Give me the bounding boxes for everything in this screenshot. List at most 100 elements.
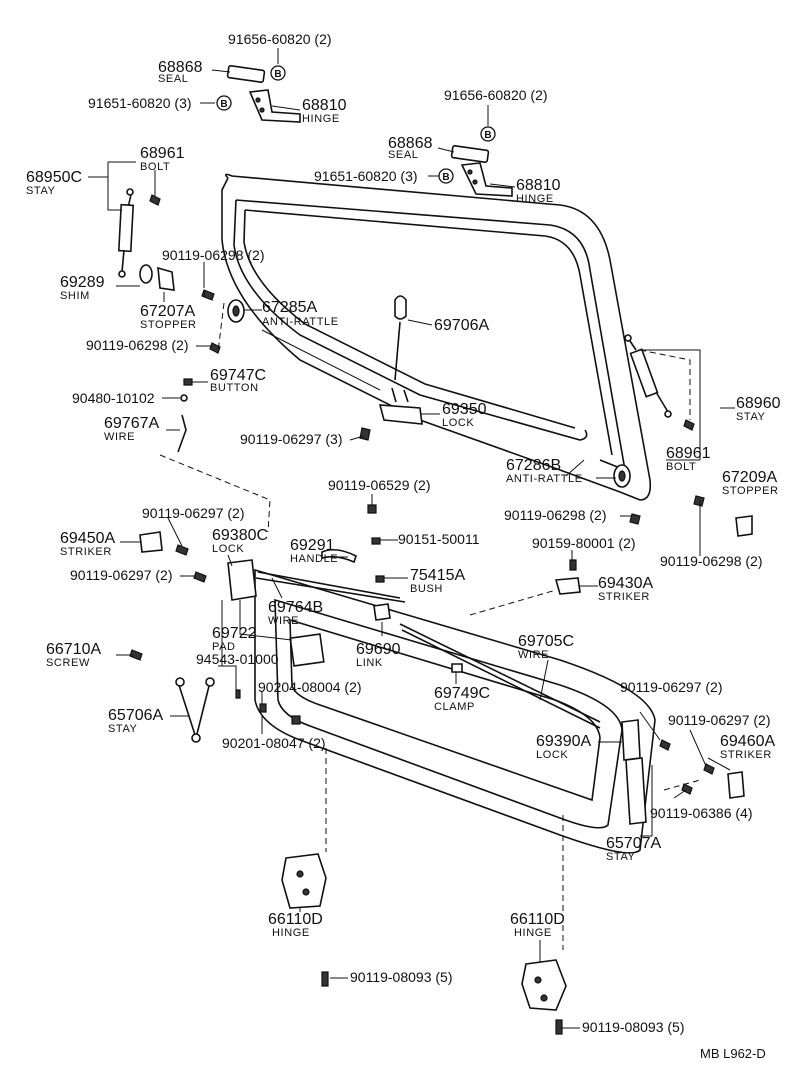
- callout-name: SEAL: [158, 73, 189, 85]
- gas-stay-left: [117, 188, 135, 278]
- labels: 91656-60820 (2) 68868 SEAL 91651-60820 (…: [26, 31, 781, 1061]
- hinge-part-2: [460, 162, 513, 197]
- callout-number: 67209A: [722, 469, 777, 486]
- callout-number: 94543-01000: [196, 651, 279, 667]
- svg-text:B: B: [442, 172, 449, 183]
- callout-number: 69430A: [598, 575, 653, 592]
- callout-name: STAY: [108, 723, 138, 735]
- lower-hinge-right: [521, 959, 567, 1011]
- callout-number: 90119-06298 (2): [86, 337, 188, 353]
- callout-number: 65706A: [108, 707, 163, 724]
- callout-number: 68961: [666, 445, 711, 462]
- svg-text:B: B: [220, 99, 227, 110]
- callout-number: 69764B: [268, 599, 323, 616]
- callout-number: 66110D: [510, 911, 565, 928]
- callout-number: 69747C: [210, 367, 266, 384]
- callout-number: 66110D: [268, 911, 323, 928]
- callout-name: LOCK: [212, 543, 244, 555]
- callout-number: 69722: [212, 625, 257, 642]
- lock-left-part: [227, 559, 257, 601]
- callout-number: 69460A: [720, 733, 775, 750]
- callout-number: 90119-08093 (5): [350, 969, 452, 985]
- seal-part-2: [450, 145, 490, 163]
- callout-number: 69291: [290, 537, 335, 554]
- callout-name: STAY: [606, 851, 636, 863]
- callout-name: STRIKER: [598, 591, 650, 603]
- callout-name: SEAL: [388, 149, 419, 161]
- bolt-part: [149, 194, 161, 206]
- callout-name: CLAMP: [434, 701, 475, 713]
- callout-number: 69289: [60, 274, 105, 291]
- striker-left-part: [139, 531, 163, 553]
- callout-name: STRIKER: [720, 749, 772, 761]
- callout-name: PAD: [212, 641, 236, 653]
- callout-number: 69767A: [104, 415, 159, 432]
- callout-number: 91656-60820 (2): [228, 31, 332, 47]
- callout-name: BOLT: [140, 161, 170, 173]
- callout-number: 90204-08004 (2): [258, 679, 362, 695]
- b-marker-4: B: [438, 168, 454, 184]
- callout-name: SHIM: [60, 290, 90, 302]
- callout-name: HINGE: [514, 927, 552, 939]
- callout-name: STOPPER: [722, 485, 779, 497]
- callout-number: 90119-06298 (2): [504, 507, 606, 523]
- callout-number: 67286B: [506, 457, 561, 474]
- callout-number: 90119-06297 (2): [620, 679, 722, 695]
- callout-number: 91651-60820 (3): [88, 95, 192, 111]
- callout-number: 68960: [736, 395, 781, 412]
- callout-name: STRIKER: [60, 546, 112, 558]
- callout-name: LOCK: [536, 749, 568, 761]
- callout-name: STAY: [736, 411, 766, 423]
- callout-number: 69390A: [536, 733, 591, 750]
- callout-number: 90119-08093 (5): [582, 1019, 684, 1035]
- callout-name: ANTI-RATTLE: [262, 316, 339, 328]
- callout-number: 69690: [356, 641, 401, 658]
- gas-stay-right: [624, 334, 672, 418]
- callout-number: 68810: [302, 97, 347, 114]
- callout-name: BUTTON: [210, 382, 259, 394]
- callout-number: 90119-06297 (2): [668, 712, 770, 728]
- callout-number: 68950C: [26, 169, 82, 186]
- upper-window-frame: [221, 173, 652, 501]
- callout-number: 90201-08047 (2): [222, 735, 326, 751]
- svg-text:B: B: [484, 130, 491, 141]
- callout-number: 90151-50011: [398, 531, 480, 547]
- callout-number: 68961: [140, 145, 185, 162]
- callout-number: 75415A: [410, 567, 465, 584]
- callout-number: 90119-06297 (2): [70, 567, 172, 583]
- leader-lines: [88, 48, 735, 1029]
- callout-name: STOPPER: [140, 319, 197, 331]
- callout-number: 67285A: [262, 299, 317, 316]
- callout-number: 90119-06298 (2): [660, 553, 762, 569]
- svg-text:B: B: [274, 69, 281, 80]
- callout-name: HINGE: [272, 927, 310, 939]
- callout-number: 90119-06298 (2): [162, 247, 264, 263]
- callout-name: WIRE: [104, 431, 135, 443]
- callout-name: HANDLE: [290, 553, 338, 565]
- callout-number: 69706A: [434, 317, 489, 334]
- lower-hinge-left: [281, 853, 327, 909]
- callout-number: 65707A: [606, 835, 661, 852]
- callout-number: 90480-10102: [72, 390, 155, 406]
- callout-number: 68810: [516, 177, 561, 194]
- footer-code: MB L962-D: [700, 1046, 766, 1061]
- callout-name: WIRE: [268, 615, 299, 627]
- b-marker-2: B: [216, 95, 232, 111]
- b-marker-1: B: [270, 65, 286, 81]
- callout-number: 90119-06297 (2): [142, 505, 244, 521]
- callout-number: 67207A: [140, 303, 195, 320]
- callout-number: 69450A: [60, 530, 115, 547]
- callout-name: ANTI-RATTLE: [506, 473, 583, 485]
- callout-number: 90119-06297 (3): [240, 431, 342, 447]
- callout-number: 68868: [158, 59, 203, 76]
- callout-number: 69705C: [518, 633, 574, 650]
- callout-name: HINGE: [516, 193, 554, 205]
- callout-name: LOCK: [442, 417, 474, 429]
- callout-number: 69350: [442, 401, 487, 418]
- callout-number: 90119-06386 (4): [650, 805, 752, 821]
- callout-name: LINK: [356, 657, 383, 669]
- callout-number: 91656-60820 (2): [444, 87, 548, 103]
- callout-name: WIRE: [518, 649, 549, 661]
